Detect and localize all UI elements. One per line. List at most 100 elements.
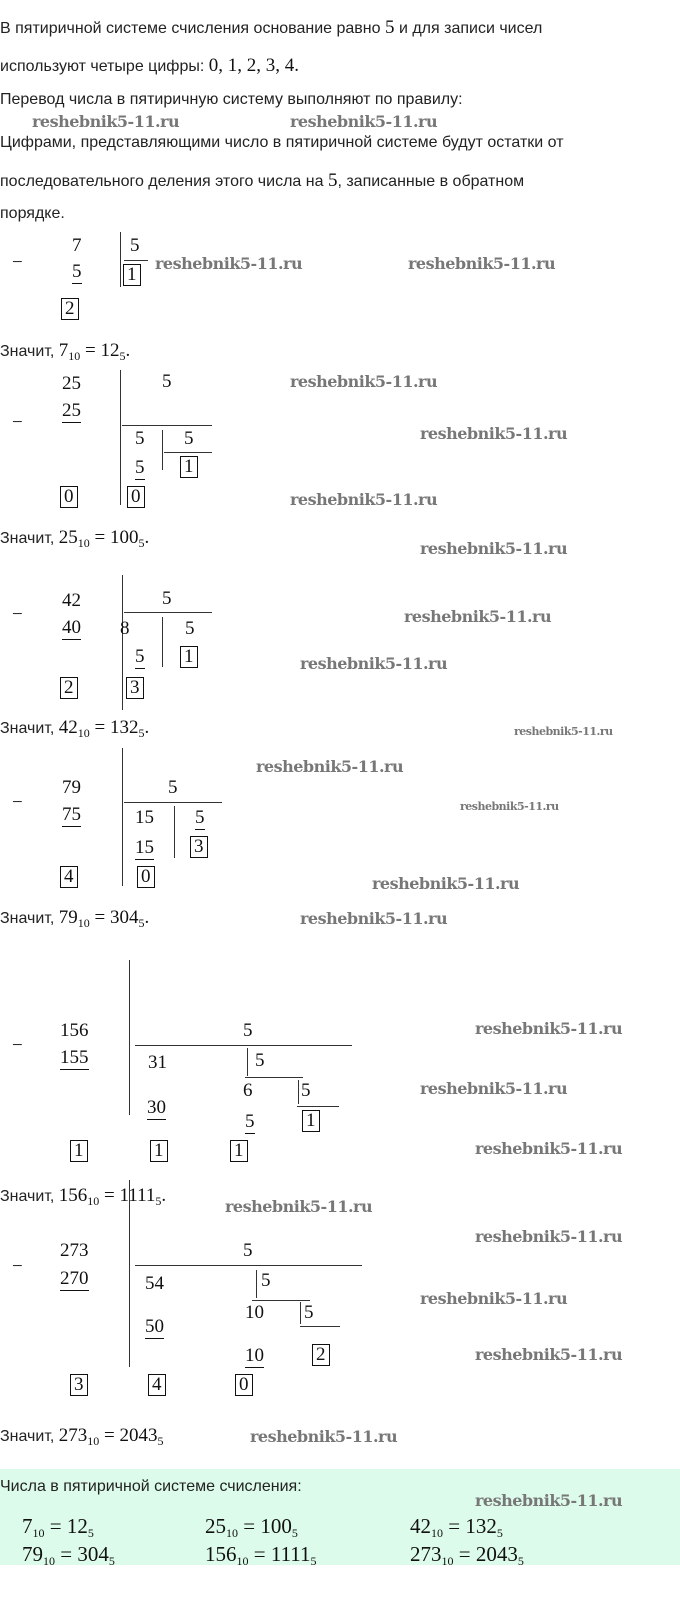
watermark: reshebnik5-11.ru <box>420 1289 568 1308</box>
divisor-line <box>124 612 212 613</box>
quotient-box: 2 <box>312 1344 330 1366</box>
subtrahend: 270 <box>60 1268 89 1291</box>
dividend: 25 <box>62 373 81 394</box>
intro-line-1: В пятиричной системе счисления основание… <box>0 17 543 38</box>
summary-title: Числа в пятиричной системе счисления: <box>0 1478 302 1495</box>
divisor-line <box>124 260 148 261</box>
result-42: Значит, 4210 = 1325. <box>0 717 150 740</box>
subtrahend: 30 <box>147 1097 166 1120</box>
intro-line-3: Перевод числа в пятиричную систему выпол… <box>0 91 463 108</box>
minus-sign: − <box>12 252 23 273</box>
minus-sign: − <box>12 1035 23 1056</box>
quotient-box: 1 <box>180 646 198 668</box>
divisor: 5 <box>162 588 172 609</box>
division-line <box>122 575 123 710</box>
quotient-box: 3 <box>190 836 208 858</box>
remainder-box: 2 <box>60 677 78 699</box>
subtrahend: 25 <box>62 400 81 423</box>
divisor: 5 <box>243 1020 253 1041</box>
dividend: 42 <box>62 590 81 611</box>
quotient: 54 <box>145 1273 164 1294</box>
subtrahend: 5 <box>135 646 145 669</box>
division-line <box>256 1270 257 1298</box>
division-line <box>174 806 175 858</box>
dividend: 7 <box>72 235 82 256</box>
result-156: Значит, 15610 = 11115. <box>0 1185 167 1208</box>
divisor: 5 <box>301 1080 311 1101</box>
divisor-line <box>245 1077 303 1078</box>
watermark: reshebnik5-11.ru <box>408 254 556 273</box>
intro-line-2: используют четыре цифры: 0, 1, 2, 3, 4. <box>0 55 299 76</box>
division-line <box>120 232 121 287</box>
quotient: 31 <box>148 1052 167 1073</box>
remainder-box: 1 <box>230 1140 248 1162</box>
division-line <box>122 748 123 886</box>
watermark: reshebnik5-11.ru <box>420 1079 568 1098</box>
watermark: reshebnik5-11.ru <box>225 1197 373 1216</box>
divisor: 5 <box>304 1302 314 1323</box>
divisor-line <box>297 1106 339 1107</box>
dividend: 273 <box>60 1240 89 1261</box>
watermark: reshebnik5-11.ru <box>300 654 448 673</box>
remainder-box: 3 <box>126 677 144 699</box>
divisor: 5 <box>184 428 194 449</box>
quotient: 15 <box>135 807 154 828</box>
summary-item: 27310 = 20435 <box>410 1542 524 1568</box>
watermark: reshebnik5-11.ru <box>256 757 404 776</box>
subtrahend: 5 <box>135 457 145 480</box>
divisor-line <box>300 1326 340 1327</box>
minus-sign: − <box>12 792 23 813</box>
watermark: reshebnik5-11.ru <box>372 874 520 893</box>
dividend: 156 <box>60 1020 89 1041</box>
remainder-box: 0 <box>127 486 145 508</box>
summary-item: 7910 = 3045 <box>22 1542 115 1568</box>
division-line <box>247 1048 248 1076</box>
subtrahend: 50 <box>145 1316 164 1339</box>
result-25: Значит, 2510 = 1005. <box>0 527 150 550</box>
quotient-box: 1 <box>302 1110 320 1132</box>
divisor-line <box>135 1265 362 1266</box>
result-273: Значит, 27310 = 20435 <box>0 1425 164 1448</box>
watermark: reshebnik5-11.ru <box>155 254 303 273</box>
summary-box <box>0 1469 680 1565</box>
divisor-line <box>124 802 222 803</box>
divisor: 5 <box>168 777 178 798</box>
watermark: reshebnik5-11.ru <box>475 1227 623 1246</box>
watermark: reshebnik5-11.ru <box>475 1139 623 1158</box>
division-line <box>300 1302 301 1324</box>
remainder-box: 3 <box>70 1374 88 1396</box>
subtrahend: 40 <box>62 617 81 640</box>
remainder-box: 1 <box>150 1140 168 1162</box>
minus-sign: − <box>12 1256 23 1277</box>
remainder-box: 0 <box>235 1374 253 1396</box>
divisor: 5 <box>185 618 195 639</box>
divisor-line <box>122 425 212 426</box>
divisor: 5 <box>243 1240 253 1261</box>
result-7: Значит, 710 = 125. <box>0 340 131 363</box>
remainder-box: 0 <box>137 866 155 888</box>
watermark: reshebnik5-11.ru <box>420 424 568 443</box>
watermark: reshebnik5-11.ru <box>475 1019 623 1038</box>
summary-item: 2510 = 1005 <box>205 1514 298 1540</box>
minus-sign: − <box>12 604 23 625</box>
remainder-box: 1 <box>70 1140 88 1162</box>
divisor: 5 <box>195 807 205 830</box>
dividend: 79 <box>62 777 81 798</box>
division-line <box>129 960 130 1115</box>
watermark: reshebnik5-11.ru <box>514 725 613 738</box>
minus-sign: − <box>12 412 23 433</box>
quotient: 5 <box>135 428 145 449</box>
divisor-line <box>252 1300 310 1301</box>
divisor-line <box>164 452 212 453</box>
watermark: reshebnik5-11.ru <box>250 1427 398 1446</box>
division-line <box>298 1080 299 1104</box>
remainder-box: 4 <box>148 1374 166 1396</box>
watermark: reshebnik5-11.ru <box>300 909 448 928</box>
remainder-box: 2 <box>61 298 79 320</box>
subtrahend: 15 <box>135 837 154 860</box>
quotient: 10 <box>245 1302 264 1323</box>
subtrahend: 5 <box>72 261 82 284</box>
watermark: reshebnik5-11.ru <box>475 1491 623 1510</box>
watermark: reshebnik5-11.ru <box>420 539 568 558</box>
divisor: 5 <box>162 371 172 392</box>
